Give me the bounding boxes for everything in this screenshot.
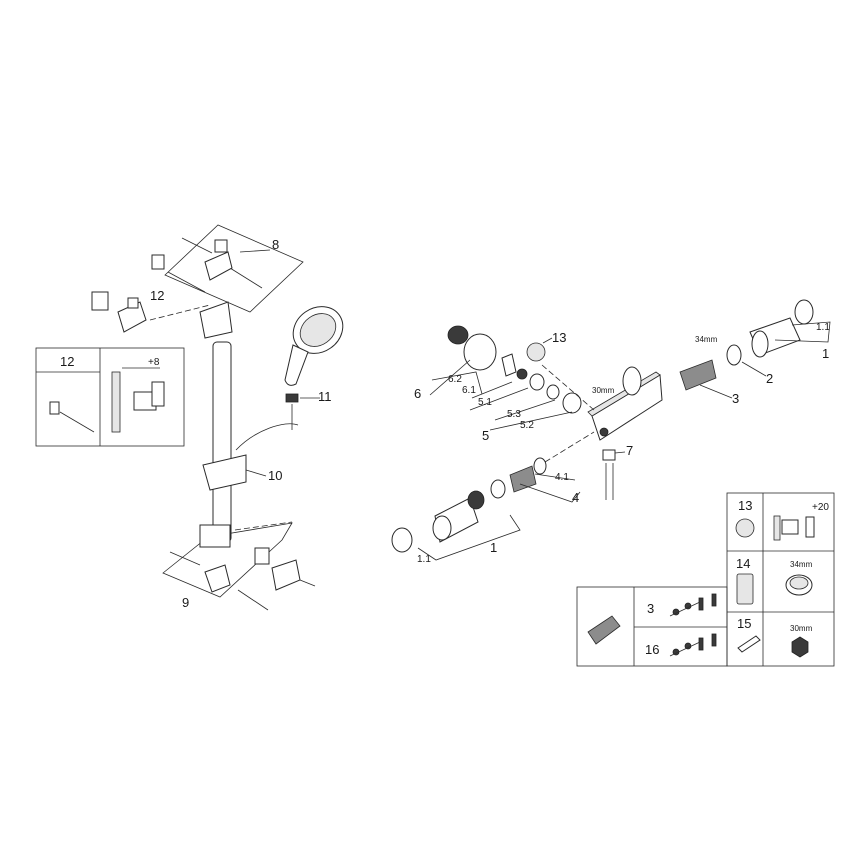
label-13: 13: [552, 330, 566, 345]
label-4: 4: [572, 490, 579, 505]
holder-right-bottom: [271, 559, 301, 591]
label-1-1-right: 1.1: [816, 322, 830, 333]
spare-14-number: 14: [736, 556, 750, 571]
handle-left-face: [432, 515, 452, 541]
shower-rail-set: [91, 224, 344, 611]
shower-rail: [212, 341, 232, 543]
slider-10: [202, 454, 247, 491]
wall-rosette: [622, 366, 642, 396]
rail-holder-bottom: [204, 564, 231, 593]
label-5-2: 5.2: [520, 420, 534, 431]
label-34mm: 34mm: [695, 335, 718, 344]
spare-15-wrench: [737, 635, 761, 653]
label-1-right: 1: [822, 346, 829, 361]
hand-shower: [284, 306, 344, 386]
inset-12-plate: [49, 401, 60, 415]
label-11: 11: [318, 389, 332, 404]
label-6-1: 6.1: [462, 385, 476, 396]
slider-bottom: [199, 524, 231, 548]
spare-13-dim: +20: [812, 502, 829, 513]
part-5-2: [546, 384, 560, 400]
wall-plate-top: [151, 254, 165, 270]
spare-14-cartridge-sleeve: [736, 573, 754, 605]
rail-holder-top: [204, 251, 233, 281]
spare-3-number: 3: [647, 601, 654, 616]
grid-plate-bottom: [254, 547, 270, 565]
inset-12-dim: +8: [148, 357, 160, 368]
spare-screws-16: [669, 633, 717, 657]
inset-12-wall: [111, 371, 121, 433]
screw-top-1: [181, 237, 213, 254]
label-2: 2: [766, 371, 773, 386]
holder-cap-top: [214, 239, 228, 253]
part-5-3: [529, 373, 545, 391]
spares-frame-left: [576, 586, 728, 667]
cartridge-4: [509, 465, 537, 493]
label-30mm: 30mm: [592, 386, 615, 395]
inset-12-frame: [35, 347, 185, 447]
star-6-1: [501, 353, 517, 377]
label-5: 5: [482, 428, 489, 443]
connector-6-2: [447, 325, 469, 345]
nut-11: [285, 393, 299, 403]
washer-5-1: [516, 368, 528, 380]
holder-left-cap: [127, 297, 139, 309]
label-10: 10: [268, 468, 282, 483]
washer-4-1: [533, 457, 547, 475]
spare-13-number: 13: [738, 498, 752, 513]
grid-plate: [91, 291, 109, 311]
thermostat-assembly: [391, 299, 831, 561]
label-1-left: 1: [490, 540, 497, 555]
spare-15-dim: 30mm: [790, 624, 813, 633]
slider-top: [199, 301, 233, 339]
label-12: 12: [150, 288, 164, 303]
ring-left: [467, 490, 485, 510]
label-5-1: 5.1: [478, 397, 492, 408]
spare-parts-table: 13 +20 14 34mm 15 30mm 3 16: [576, 492, 835, 667]
spares-frame-right: [726, 492, 835, 667]
spare-cartridge-picture: [587, 615, 621, 645]
inset-12-number: 12: [60, 354, 74, 369]
label-8: 8: [272, 237, 279, 252]
label-1-1-left: 1.1: [417, 554, 431, 565]
hose-top: [235, 423, 299, 451]
screw-top-2: [229, 267, 263, 289]
label-3: 3: [732, 391, 739, 406]
rosette-6: [463, 333, 497, 371]
label-6-2: 6.2: [448, 374, 462, 385]
nut-left: [490, 479, 506, 499]
spare-15-number: 15: [737, 616, 751, 631]
spare-16-number: 16: [645, 642, 659, 657]
cap-1-1-left: [391, 527, 413, 553]
ring-2: [726, 344, 742, 366]
label-6: 6: [414, 386, 421, 401]
group-outline-8: [164, 224, 304, 313]
spare-14-dim: 34mm: [790, 560, 813, 569]
cartridge-3: [679, 359, 717, 391]
nipple-7: [602, 449, 616, 461]
spare-13-filter: [735, 518, 755, 538]
pin-12: [167, 271, 206, 293]
label-5-3: 5.3: [507, 409, 521, 420]
label-9: 9: [182, 595, 189, 610]
inset-12-cap: [151, 381, 165, 407]
spare-15-nut: [791, 636, 809, 658]
label-7: 7: [626, 443, 633, 458]
cap-1-1-right: [794, 299, 814, 325]
inset-12: 12 +8: [35, 347, 185, 447]
nut-30mm: [562, 392, 582, 414]
outlet: [599, 427, 609, 437]
filter-13: [526, 342, 546, 362]
handle-right-face: [751, 330, 769, 358]
spare-screws-3: [669, 593, 717, 617]
guide-top: [149, 304, 211, 321]
label-4-1: 4.1: [555, 472, 569, 483]
